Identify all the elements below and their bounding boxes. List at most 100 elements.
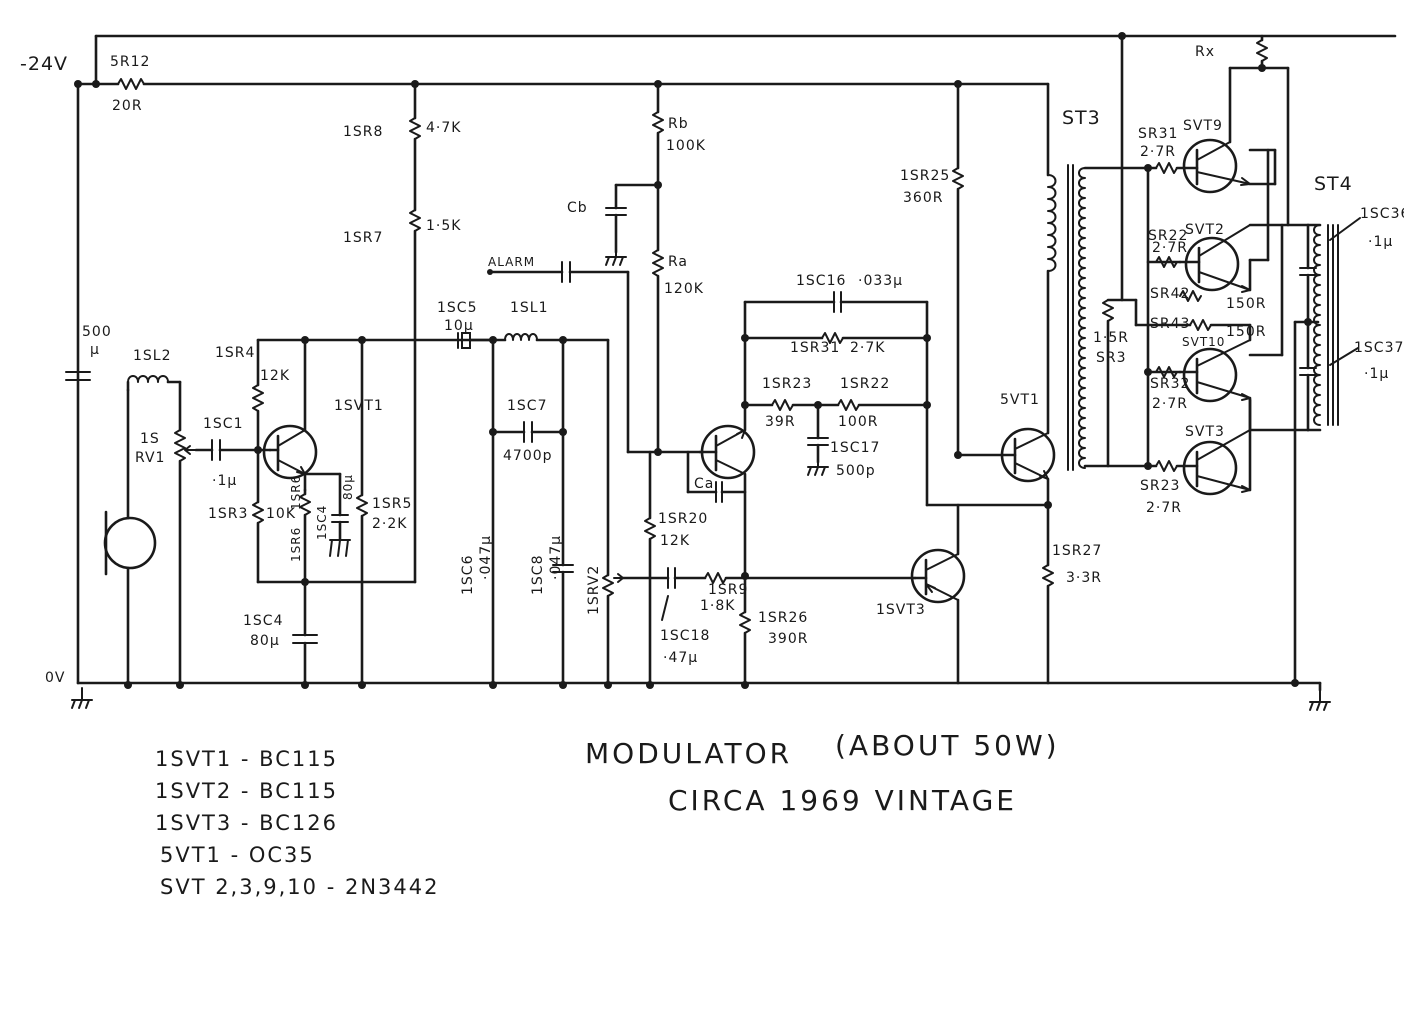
1sc16-value: ·033µ xyxy=(858,273,903,289)
transistor-svt2 xyxy=(1178,224,1251,293)
st4-label: ST4 xyxy=(1314,173,1353,195)
resistor-1sr31 xyxy=(821,332,844,344)
1sc4-small-value: 80µ xyxy=(341,474,355,500)
svt3-label: SVT3 xyxy=(1185,424,1225,440)
sr32-value: 2·7R xyxy=(1152,396,1188,412)
parts-list-item: 5VT1 - OC35 xyxy=(160,843,315,867)
microphone-icon xyxy=(103,388,157,685)
1sc36-value: ·1µ xyxy=(1368,234,1393,250)
1sc37-label: 1SC37 xyxy=(1354,340,1404,356)
1sr27-label: 1SR27 xyxy=(1052,543,1102,559)
1sr9-value: 1·8K xyxy=(700,598,735,614)
1srv1-label: 1S xyxy=(140,431,160,447)
1sr6-label-a: 1SR6 xyxy=(289,475,303,510)
1sr23-value: 39R xyxy=(765,414,796,430)
supply-rail-label: -24V xyxy=(20,53,68,75)
1sl2-label: 1SL2 xyxy=(133,348,172,364)
1sr27-value: 3·3R xyxy=(1066,570,1102,586)
1sc16-label: 1SC16 xyxy=(796,273,846,289)
1sc8-label: 1SC8 xyxy=(530,555,546,595)
1sc18-label: 1SC18 xyxy=(660,628,710,644)
resistor-sr31 xyxy=(1155,162,1178,174)
transistor-5vt1 xyxy=(956,427,1056,483)
resistor-1sr23 xyxy=(771,399,794,411)
1sc8-value: ·047µ xyxy=(548,535,564,580)
1sr5-value: 2·2K xyxy=(372,516,407,532)
1sc5-value: 10µ xyxy=(444,318,474,334)
1sr8-label: 1SR8 xyxy=(343,124,383,140)
1sc4-value: 80µ xyxy=(250,633,280,649)
rb-value: 100K xyxy=(666,138,706,154)
capacitor-1sc4-small xyxy=(329,472,351,557)
diagram-subtitle: CIRCA 1969 VINTAGE xyxy=(668,784,1017,817)
transistor-1svt1 xyxy=(262,424,318,480)
resistor-1sr25 xyxy=(952,167,964,190)
resistor-1sr3 xyxy=(252,501,264,524)
resistor-1sr7 xyxy=(409,209,421,232)
1sc6-label: 1SC6 xyxy=(460,555,476,595)
sr22-value: 2·7R xyxy=(1152,240,1188,256)
resistor-sr32 xyxy=(1155,366,1178,378)
supply-rail xyxy=(74,34,1397,685)
1sr26-value: 390R xyxy=(768,631,808,647)
1sr5-label: 1SR5 xyxy=(372,496,412,512)
alarm-label: ALARM xyxy=(488,255,535,269)
1sr22-value: 100R xyxy=(838,414,878,430)
resistor-ra xyxy=(652,249,664,277)
transistor-svt10 xyxy=(1178,339,1251,403)
transistor-svt3 xyxy=(1182,429,1251,496)
1sr3-label: 1SR3 xyxy=(208,506,248,522)
resistor-rx xyxy=(1256,39,1268,62)
capacitor-1sc17 xyxy=(807,403,829,476)
1sc18-value: ·47µ xyxy=(663,650,698,666)
1sc1-label: 1SC1 xyxy=(203,416,243,432)
1sr8-value: 4·7K xyxy=(426,120,461,136)
1sr31-label: 1SR31 xyxy=(790,340,840,356)
1sl1-label: 1SL1 xyxy=(510,300,549,316)
1sr25-value: 360R xyxy=(903,190,943,206)
transformer-st4 xyxy=(1293,217,1361,685)
ground-rail-label: 0V xyxy=(45,670,65,686)
5vt1-label: 5VT1 xyxy=(1000,392,1040,408)
1sr20-value: 12K xyxy=(660,533,690,549)
potentiometer-1srv1 xyxy=(174,429,197,685)
sr3-label: 1·5R xyxy=(1093,330,1129,346)
resistor-1sr8 xyxy=(409,117,421,140)
transistor-svt9 xyxy=(1182,138,1251,194)
1srv2-label: 1SRV2 xyxy=(586,565,602,615)
1sr26-label: 1SR26 xyxy=(758,610,808,626)
sr32-label: SR32 xyxy=(1150,376,1190,392)
parts-list-item: 1SVT1 - BC115 xyxy=(155,747,338,771)
resistor-1sr5 xyxy=(356,494,368,517)
alarm-input xyxy=(487,261,702,454)
sr22-label: SR22 xyxy=(1148,228,1188,244)
1sr7-value: 1·5K xyxy=(426,218,461,234)
resistor-rb xyxy=(652,111,664,134)
1sc7-label: 1SC7 xyxy=(507,398,547,414)
sr43-label: SR43 xyxy=(1150,316,1190,332)
inductor-1sl2 xyxy=(126,375,182,432)
1sr4-value: 12K xyxy=(260,368,290,384)
1svt3-label: 1SVT3 xyxy=(876,602,926,618)
c500-label: 500 xyxy=(82,324,112,340)
1sc17-value: 500p xyxy=(836,463,876,479)
1sr23-label: 1SR23 xyxy=(762,376,812,392)
1sc1-value: ·1µ xyxy=(212,473,237,489)
transistor-1svt3 xyxy=(910,548,966,604)
transformer-st3 xyxy=(1067,164,1150,471)
1sr9-label: 1SR9 xyxy=(708,582,748,598)
1sr3-value: 10K xyxy=(266,506,296,522)
sr3-label-b: SR3 xyxy=(1096,350,1127,366)
resistor-1sr26 xyxy=(739,611,751,634)
resistor-1sr22 xyxy=(837,399,860,411)
resistor-sr23 xyxy=(1155,460,1178,472)
sr42-label: SR42 xyxy=(1150,286,1190,302)
1sc6-value: ·047µ xyxy=(478,535,494,580)
ra-label: Ra xyxy=(668,254,688,270)
1sr31-value: 2·7K xyxy=(850,340,885,356)
diagram-title-note: (ABOUT 50W) xyxy=(835,729,1060,762)
ca-label: Ca xyxy=(694,476,714,492)
resistor-sr43 xyxy=(1189,319,1212,331)
sr23-value: 2·7R xyxy=(1146,500,1182,516)
resistor-sr22 xyxy=(1155,256,1178,268)
